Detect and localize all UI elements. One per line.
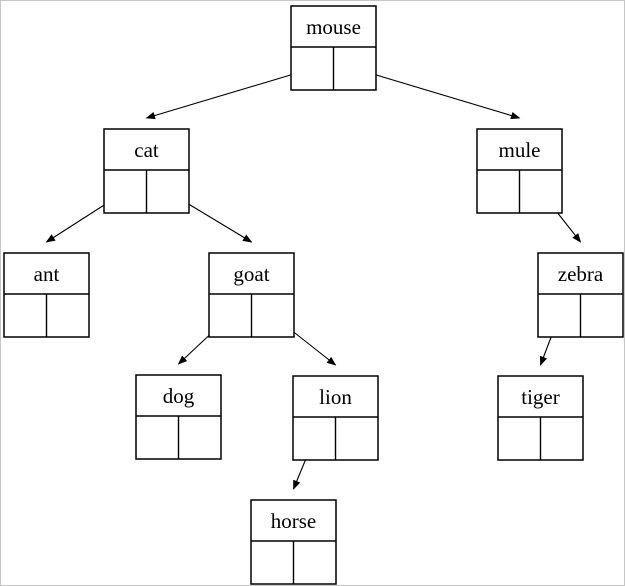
node-label: lion [319, 385, 352, 409]
tree-node-cat: cat [103, 128, 190, 214]
node-label: dog [163, 384, 195, 408]
node-label: horse [271, 509, 317, 533]
tree-node-goat: goat [208, 252, 295, 338]
node-label: ant [34, 262, 60, 286]
node-label: tiger [521, 385, 559, 409]
node-label: cat [134, 138, 159, 162]
tree-node-mule: mule [476, 128, 563, 214]
node-label: mule [499, 138, 541, 162]
tree-node-zebra: zebra [537, 252, 624, 338]
tree-node-mouse: mouse [290, 5, 377, 91]
node-label: zebra [558, 262, 604, 286]
node-label: mouse [306, 15, 361, 39]
tree-node-dog: dog [135, 374, 222, 460]
tree-node-ant: ant [3, 252, 90, 338]
tree-node-tiger: tiger [497, 375, 584, 461]
edge-mouse-cat [145, 67, 313, 120]
tree-node-horse: horse [250, 499, 337, 585]
edge-mouse-mule [354, 67, 521, 120]
tree-node-lion: lion [292, 375, 379, 461]
node-label: goat [233, 262, 269, 286]
